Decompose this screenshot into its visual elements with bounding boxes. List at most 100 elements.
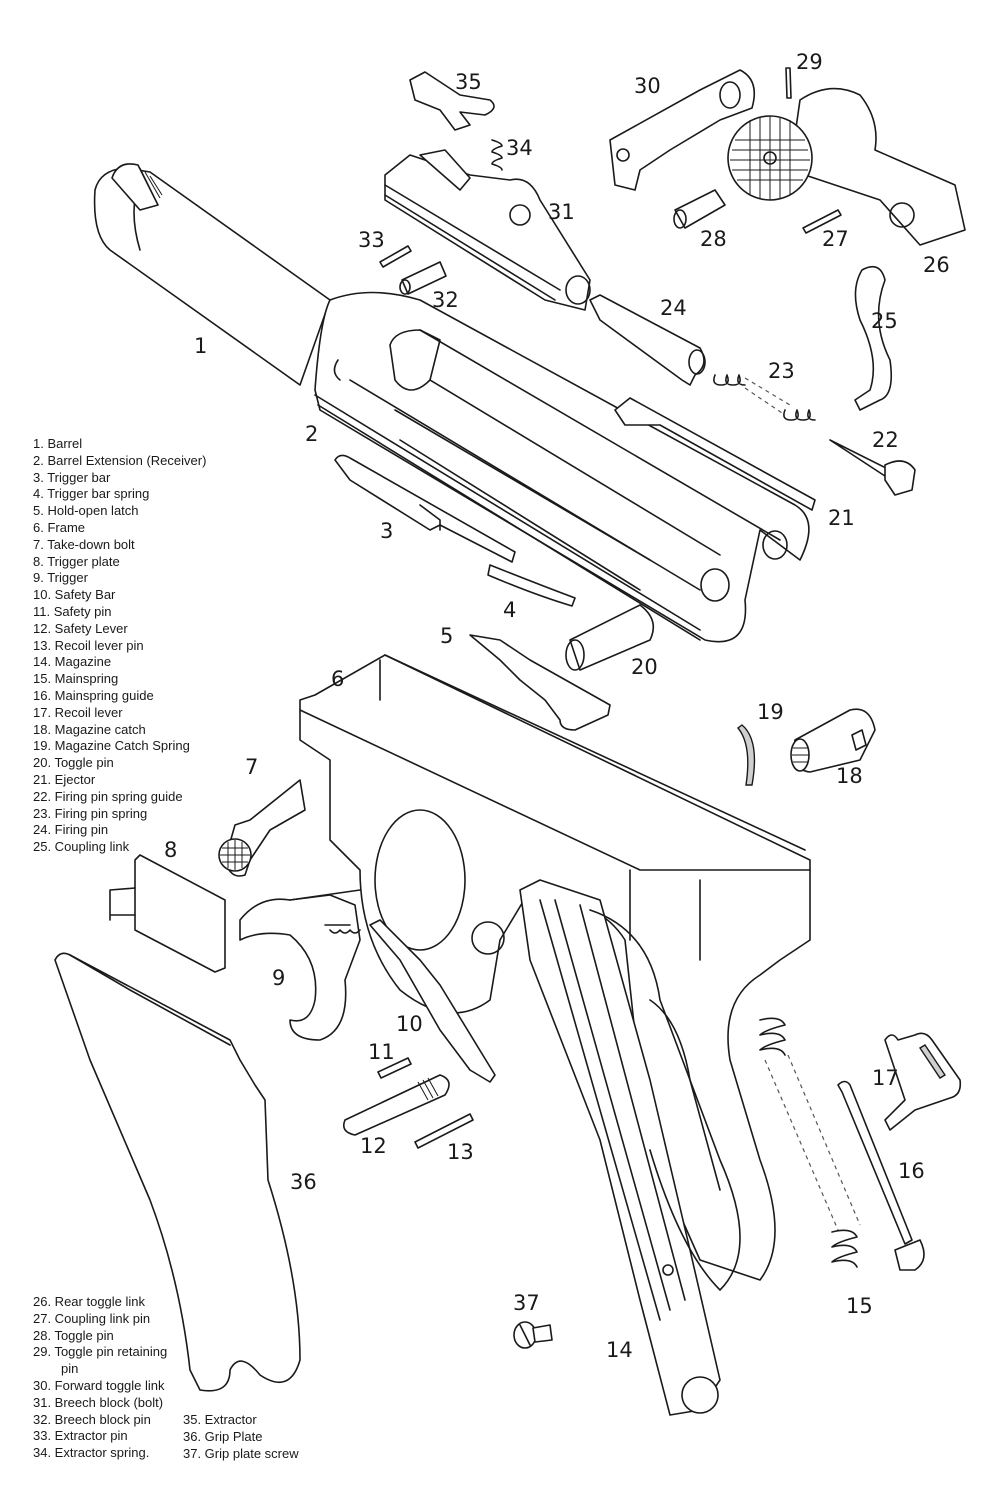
legend-item: 33. Extractor pin bbox=[33, 1428, 128, 1444]
callout-1: 1 bbox=[194, 334, 208, 358]
legend-item: 9. Trigger bbox=[33, 570, 88, 586]
legend-item: 35. Extractor bbox=[183, 1412, 257, 1427]
callout-28: 28 bbox=[700, 227, 727, 251]
callout-11: 11 bbox=[368, 1040, 395, 1064]
legend-item: 8. Trigger plate bbox=[33, 553, 120, 569]
part-magazine-catch bbox=[790, 708, 876, 773]
callout-14: 14 bbox=[606, 1338, 633, 1362]
callout-22: 22 bbox=[872, 428, 899, 452]
legend-item-continuation: pin bbox=[61, 1361, 79, 1377]
callout-10: 10 bbox=[396, 1012, 423, 1036]
legend-item: 26. Rear toggle link bbox=[33, 1294, 146, 1309]
callout-3: 3 bbox=[380, 519, 394, 543]
legend-item: 5. Hold-open latch bbox=[33, 503, 139, 519]
callout-18: 18 bbox=[836, 764, 863, 788]
callout-12: 12 bbox=[360, 1134, 387, 1158]
part-extractor bbox=[409, 71, 495, 131]
legend-item: 36. Grip Plate bbox=[183, 1428, 263, 1444]
legend-item: 6. Frame bbox=[33, 519, 86, 535]
callout-37: 37 bbox=[513, 1291, 540, 1315]
legend-item: 14. Magazine bbox=[33, 654, 112, 670]
part-receiver bbox=[314, 291, 810, 643]
legend-item: 15. Mainspring bbox=[33, 671, 119, 687]
part-hold-open-latch bbox=[469, 634, 611, 731]
callout-27: 27 bbox=[822, 227, 849, 251]
legend-item: 18. Magazine catch bbox=[33, 721, 146, 737]
legend-item: 20. Toggle pin bbox=[33, 755, 114, 771]
part-magazine bbox=[519, 879, 721, 1416]
legend-item: 19. Magazine Catch Spring bbox=[33, 738, 190, 754]
callout-35: 35 bbox=[455, 70, 482, 94]
part-rear-toggle-link bbox=[727, 87, 966, 246]
callout-26: 26 bbox=[923, 253, 950, 277]
part-breech-block bbox=[384, 149, 591, 311]
callout-24: 24 bbox=[660, 296, 687, 320]
legend-item: 10. Safety Bar bbox=[33, 587, 116, 603]
legend-item: 16. Mainspring guide bbox=[33, 687, 154, 703]
legend-item: 1. Barrel bbox=[33, 436, 83, 451]
callout-20: 20 bbox=[631, 655, 658, 679]
part-safety-bar bbox=[369, 919, 496, 1083]
part-firing-pin-spring-guide bbox=[829, 439, 916, 496]
part-grip-plate-screw bbox=[513, 1321, 553, 1349]
part-firing-pin-spring bbox=[713, 374, 816, 421]
part-forward-toggle-link bbox=[609, 69, 756, 191]
legend-item: 22. Firing pin spring guide bbox=[33, 788, 183, 804]
legend-item: 4. Trigger bar spring bbox=[33, 486, 150, 502]
callout-13: 13 bbox=[447, 1140, 474, 1164]
callout-31: 31 bbox=[548, 200, 575, 224]
legend-bottom-left: 26. Rear toggle link 27. Coupling link p… bbox=[33, 1294, 167, 1462]
part-safety-lever bbox=[342, 1074, 450, 1136]
callout-23: 23 bbox=[768, 359, 795, 383]
callout-29: 29 bbox=[796, 50, 823, 74]
part-grip-plate bbox=[54, 952, 301, 1392]
callout-8: 8 bbox=[164, 838, 178, 862]
callout-32: 32 bbox=[432, 288, 459, 312]
part-breech-block-pin bbox=[399, 261, 447, 295]
part-mainspring bbox=[759, 1017, 861, 1268]
part-toggle-pin-retaining-pin bbox=[785, 67, 792, 99]
legend-bottom-right: 35. Extractor 36. Grip Plate 37. Grip pl… bbox=[183, 1412, 299, 1462]
callout-19: 19 bbox=[757, 700, 784, 724]
callout-9: 9 bbox=[272, 966, 286, 990]
part-frame-grip bbox=[589, 909, 741, 1291]
legend-item: 12. Safety Lever bbox=[33, 620, 128, 636]
legend-item: 2. Barrel Extension (Receiver) bbox=[33, 452, 207, 468]
legend-item: 23. Firing pin spring bbox=[33, 805, 148, 821]
part-magazine-catch-spring bbox=[736, 724, 756, 786]
part-trigger-plate bbox=[109, 854, 226, 973]
callout-4: 4 bbox=[503, 598, 517, 622]
part-recoil-lever-pin bbox=[414, 1113, 474, 1149]
legend-item: 29. Toggle pin retaining bbox=[33, 1344, 168, 1360]
legend-item: 11. Safety pin bbox=[33, 603, 112, 619]
part-coupling-link-pin bbox=[802, 209, 842, 234]
legend-item: 30. Forward toggle link bbox=[33, 1377, 165, 1393]
part-toggle-pin-large bbox=[565, 604, 655, 671]
part-mainspring-guide bbox=[837, 1080, 925, 1271]
legend-item: 24. Firing pin bbox=[33, 822, 109, 838]
legend-item: 37. Grip plate screw bbox=[183, 1445, 299, 1461]
legend-item: 32. Breech block pin bbox=[33, 1411, 151, 1427]
part-trigger-bar bbox=[334, 454, 516, 563]
legend-item: 7. Take-down bolt bbox=[33, 536, 135, 552]
callout-5: 5 bbox=[440, 624, 454, 648]
legend-item: 17. Recoil lever bbox=[33, 704, 123, 720]
part-trigger-bar-spring bbox=[487, 564, 576, 607]
callout-30: 30 bbox=[634, 74, 661, 98]
legend-item: 27. Coupling link pin bbox=[33, 1310, 151, 1326]
part-frame bbox=[299, 654, 811, 1281]
callout-33: 33 bbox=[358, 228, 385, 252]
part-extractor-pin bbox=[379, 245, 412, 268]
legend-item: 25. Coupling link bbox=[33, 839, 130, 855]
legend-item: 21. Ejector bbox=[33, 771, 96, 787]
legend-item: 3. Trigger bar bbox=[33, 469, 111, 485]
callout-21: 21 bbox=[828, 506, 855, 530]
part-barrel bbox=[93, 163, 331, 386]
part-toggle-pin bbox=[673, 189, 726, 229]
callout-2: 2 bbox=[305, 422, 319, 446]
callout-16: 16 bbox=[898, 1159, 925, 1183]
callout-7: 7 bbox=[245, 755, 259, 779]
part-trigger bbox=[239, 889, 361, 1041]
callout-34: 34 bbox=[506, 136, 533, 160]
